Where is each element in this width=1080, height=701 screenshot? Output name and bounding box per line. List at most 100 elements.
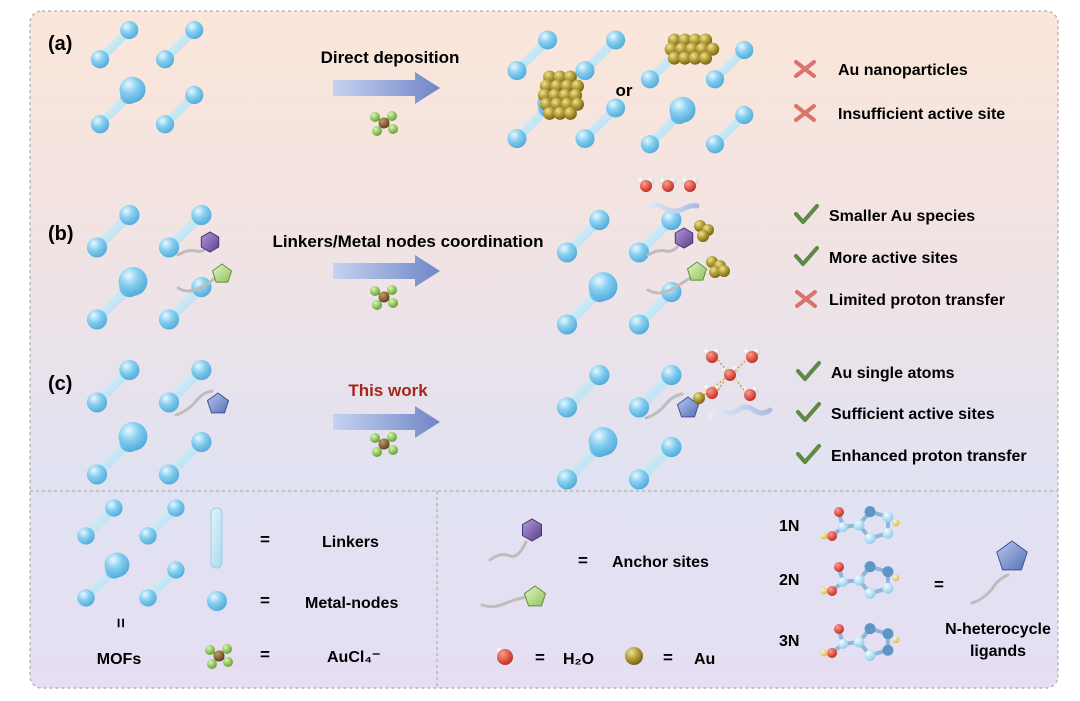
chlorine-atom [370,433,380,443]
au-particle [678,51,692,65]
chlorine-atom [370,112,380,122]
metal-node [77,527,95,545]
metal-node [86,464,108,485]
metal-node [90,115,110,134]
metal-node [86,309,108,330]
metal-node [158,392,180,413]
h2o-equals: = [535,648,545,667]
arrow-c [333,406,440,438]
oxygen-atom [746,351,758,363]
metal-node [589,209,610,231]
center-node [119,76,146,103]
oxygen-atom [834,624,844,634]
ring-atom [882,527,894,539]
anchor-decorations [174,177,1028,609]
result-c-3: Enhanced proton transfer [831,448,1027,465]
anchor-tail-c1 [174,389,214,417]
ring-atom [853,519,865,531]
aucl4-label: AuCl₄⁻ [327,649,380,666]
water-b2 [659,177,677,192]
arrow-a-label: Direct deposition [321,48,460,67]
chlorine-atom [207,659,217,669]
water-b1 [637,177,655,192]
gold-center [378,117,390,129]
background-panel [30,11,1058,688]
mof-cube-legend [77,499,185,607]
outer-frame [29,10,1059,689]
aucl4-molecules [205,111,398,669]
metal-node [155,115,175,134]
au-nanoparticle-clusters [537,33,720,120]
au-label: Au [694,651,715,668]
ligand-2n-label: 2N [779,572,799,589]
metal-node [120,20,139,40]
mof-cube-b-product [556,209,682,335]
au-equals: = [663,648,673,667]
ring-atom [882,582,894,594]
mof-cube-c-start [86,359,212,485]
ligand-equals: = [934,575,944,594]
gold-center [378,438,390,450]
water-b3 [681,177,699,192]
chlorine-atom [388,298,398,308]
mof-cube-a-start [90,20,204,134]
carbon-atom [838,639,848,649]
cross-icon [794,60,816,78]
metal-node [705,70,725,89]
h2o-label: H₂O [563,651,594,668]
legend-anchor-pentagon [523,585,547,607]
legend-au-atom [625,647,643,665]
anchor-tail-b2 [176,274,220,293]
chlorine-atom [370,286,380,296]
legend-n-heterocycle [996,540,1028,571]
check-icon [794,204,819,224]
result-b-1: Smaller Au species [829,208,975,225]
center-node [588,427,618,456]
center-node [588,272,618,301]
oxygen-atom [640,180,652,192]
legend-oxygen-atom [497,649,513,665]
chlorine-atom [372,447,382,457]
result-c-2: Sufficient active sites [831,406,995,423]
legend-anchor-hexagon [522,518,542,542]
mofs-label: MOFs [97,651,142,668]
n-heterocycle-c [206,392,230,414]
metal-node [507,129,527,149]
h-bond [703,378,725,396]
water-c2 [743,348,761,363]
chlorine-atom [205,645,215,655]
metal-node [191,359,212,381]
check-icon [796,402,821,422]
cross-icon [795,290,817,308]
metal-node [90,50,110,69]
check-icon [796,361,821,381]
metal-node [628,314,650,335]
anchor-hexagon-b-product [674,227,694,249]
metal-node [185,85,204,105]
ring-atom [853,636,865,648]
aucl4-legend [205,644,233,669]
au-particle [563,106,577,120]
check-icon [796,444,821,464]
arrow-a [333,72,440,104]
metal-node [556,397,578,418]
au-particle [553,106,567,120]
oxygen-atom [724,369,736,381]
hydrogen-atom [820,587,828,595]
panel-c-label: (c) [48,373,72,395]
ring-atom [882,644,894,656]
metal-node [167,499,185,517]
metal-node [185,20,204,40]
metal-node [556,469,578,490]
metal-node [556,242,578,263]
metal-node [628,469,650,490]
mof-cube-c-product [556,364,682,490]
oxygen-atom [827,531,837,541]
linkers-equals: = [260,530,270,549]
mof-cubes [77,20,754,607]
metal-node [640,135,660,154]
au-particle [718,265,730,277]
metal-node [86,392,108,413]
metal-node [139,589,157,607]
metal-node [628,397,650,418]
